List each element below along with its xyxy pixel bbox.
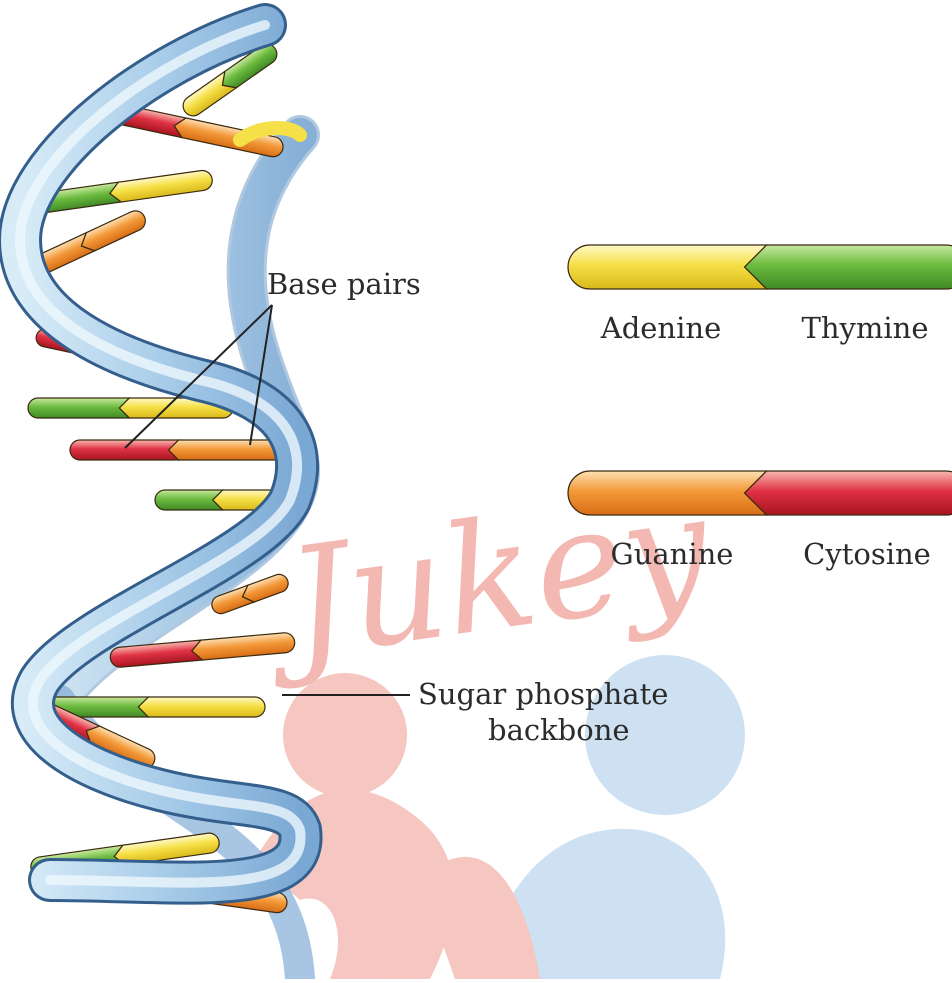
guanine-segment bbox=[191, 632, 296, 661]
legend-bar-guanine-cytosine bbox=[568, 471, 952, 515]
label-sugar-phosphate: Sugar phosphate bbox=[418, 680, 668, 709]
label-backbone: backbone bbox=[488, 716, 630, 745]
legend-label-cytosine: Cytosine bbox=[803, 540, 931, 569]
rung-6 bbox=[70, 440, 290, 460]
thymine-segment bbox=[745, 245, 952, 289]
base-pair-rung bbox=[70, 440, 290, 460]
adenine-segment bbox=[568, 245, 767, 289]
adenine-segment bbox=[109, 169, 214, 203]
cytosine-segment bbox=[745, 471, 952, 515]
cytosine-segment bbox=[70, 440, 179, 460]
thymine-segment bbox=[28, 398, 129, 418]
label-base-pairs: Base pairs bbox=[267, 270, 421, 299]
adenine-segment bbox=[138, 697, 265, 717]
guanine-segment bbox=[77, 208, 148, 255]
base-pair-rung bbox=[31, 208, 148, 277]
guanine-segment bbox=[568, 471, 767, 515]
legend-label-thymine: Thymine bbox=[801, 314, 928, 343]
rung-3 bbox=[31, 208, 148, 277]
legend-label-guanine: Guanine bbox=[611, 540, 734, 569]
legend bbox=[568, 245, 952, 515]
legend-label-adenine: Adenine bbox=[601, 314, 721, 343]
legend-bar-adenine-thymine bbox=[568, 245, 952, 289]
